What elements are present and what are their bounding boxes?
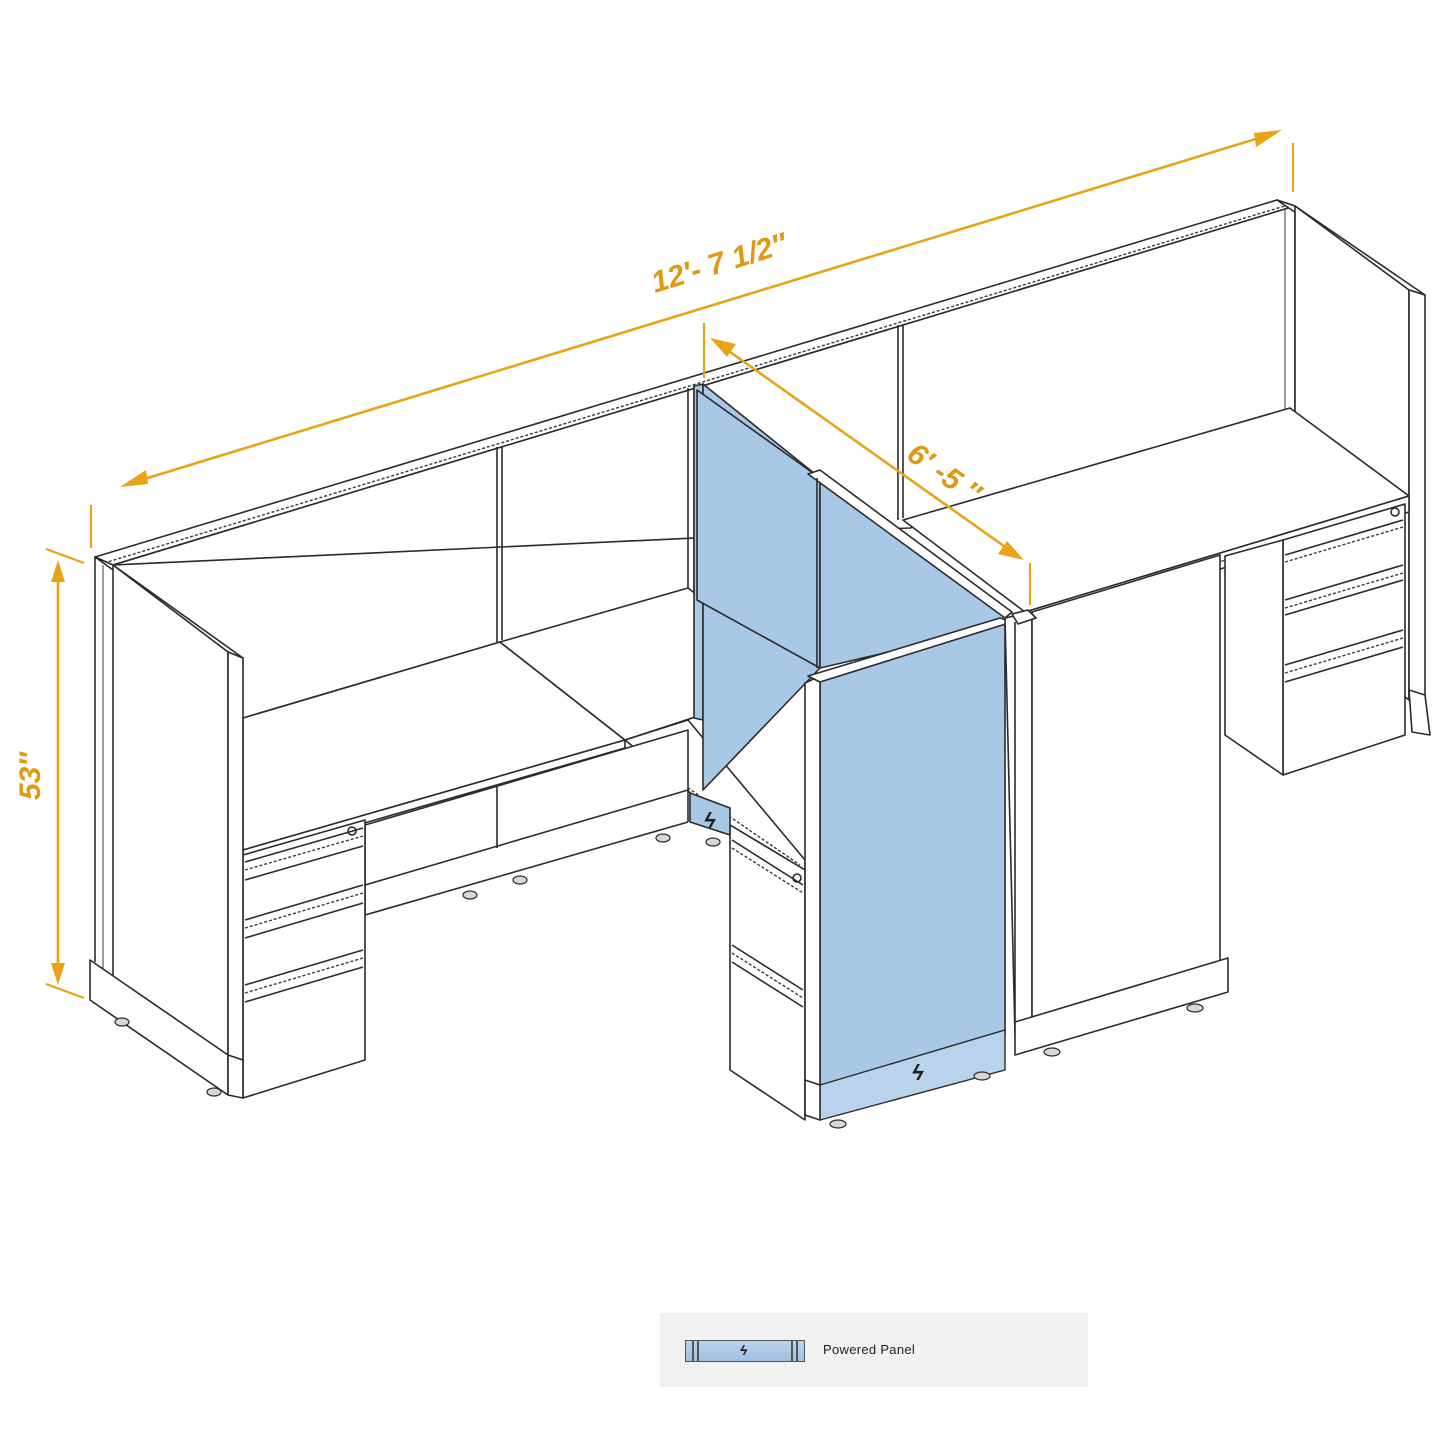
left-pedestal-drawers — [244, 826, 364, 1003]
power-icon: ϟ — [740, 1342, 748, 1358]
right-pedestal-drawers — [1284, 507, 1404, 683]
powered-panel-swatch-icon: ϟ — [685, 1340, 805, 1362]
right-front-end-panel — [1004, 554, 1229, 1057]
dimension-label-height: 53″ — [14, 751, 47, 800]
power-icon: ϟ — [912, 1060, 924, 1085]
dimension-label-length: 12′- 7 1/2″ — [647, 227, 792, 300]
legend-label-powered-panel: Powered Panel — [823, 1342, 916, 1357]
powered-panel-center — [689, 383, 1013, 1129]
dimension-height: 53″ — [14, 547, 85, 1000]
left-end-panel — [89, 556, 244, 1099]
power-icon: ϟ — [704, 808, 716, 833]
center-pedestal-drawers — [731, 839, 804, 1008]
legend: ϟ Powered Panel — [660, 1313, 1088, 1387]
left-workstation — [242, 587, 809, 1121]
